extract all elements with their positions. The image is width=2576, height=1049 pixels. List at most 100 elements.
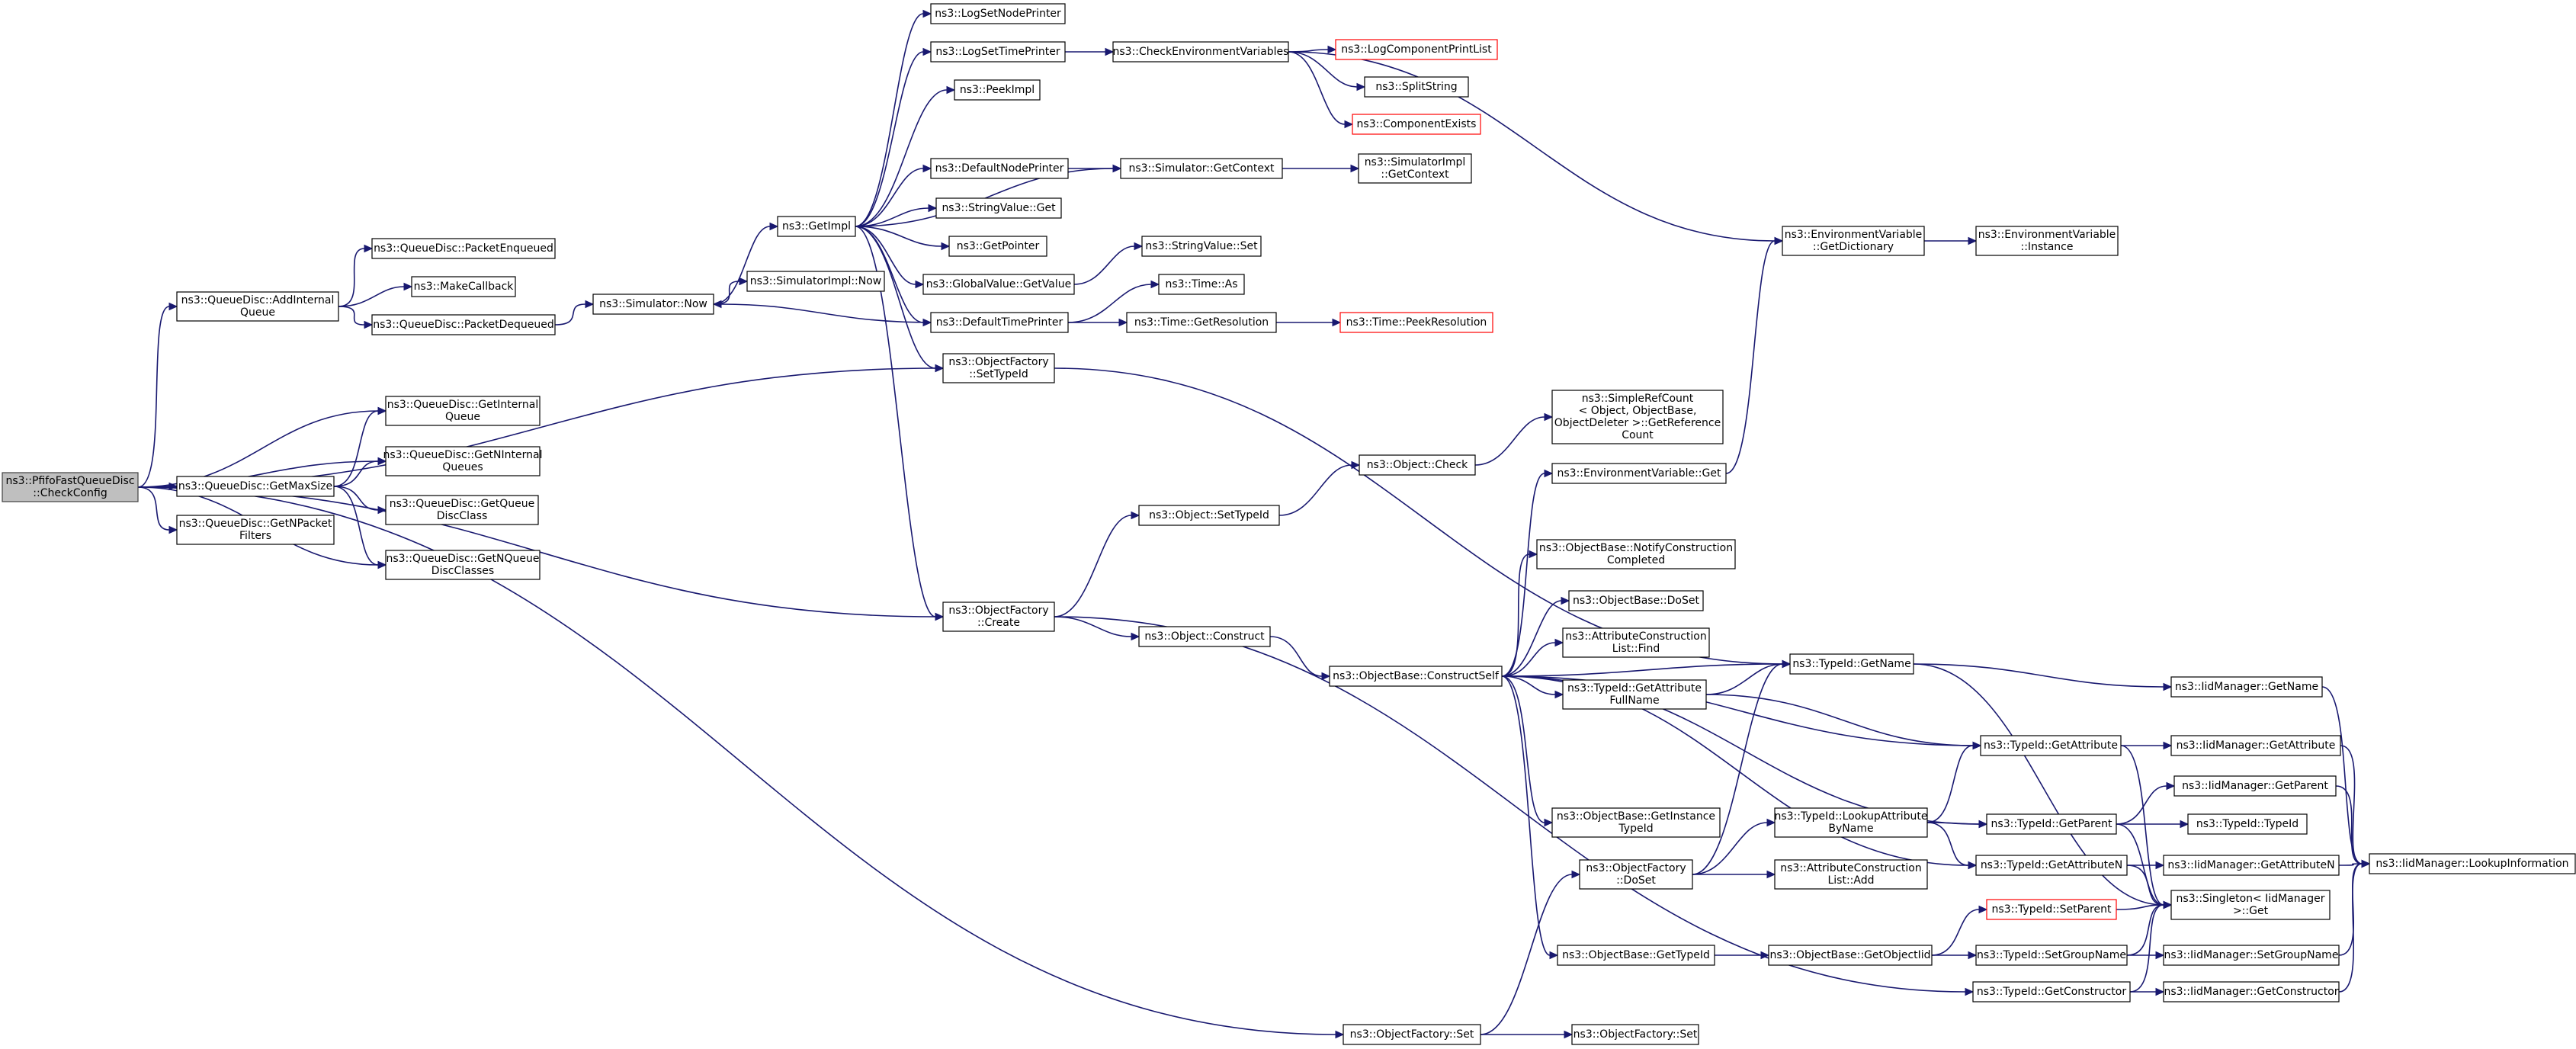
node-iid-get-attribute-n[interactable]: ns3::IidManager::GetAttributeN xyxy=(2163,855,2340,876)
node-time-peek-resolution[interactable]: ns3::Time::PeekResolution xyxy=(1339,312,1493,333)
node-sim-impl-get-context[interactable]: ns3::SimulatorImpl::GetContext xyxy=(1358,153,1472,184)
node-object-check[interactable]: ns3::Object::Check xyxy=(1359,454,1476,476)
edge-line xyxy=(855,89,948,227)
node-type-id-get-attribute[interactable]: ns3::TypeId::GetAttribute xyxy=(1980,735,2122,756)
node-object-set-type-id[interactable]: ns3::Object::SetTypeId xyxy=(1138,505,1280,526)
node-peek-impl[interactable]: ns3::PeekImpl xyxy=(954,79,1041,101)
node-qd-packet-dequeued[interactable]: ns3::QueueDisc::PacketDequeued xyxy=(371,314,556,335)
node-root[interactable]: ns3::PfifoFastQueueDisc::CheckConfig xyxy=(2,472,139,502)
node-of-set1[interactable]: ns3::ObjectFactory::Set xyxy=(1343,1024,1481,1045)
node-box xyxy=(2187,813,2308,835)
edge-line xyxy=(1501,663,1783,677)
node-ob-get-object-iid[interactable]: ns3::ObjectBase::GetObjectIid xyxy=(1768,945,1933,966)
edge-line xyxy=(137,486,1336,1035)
node-label: List::Find xyxy=(1612,643,1660,655)
node-time-as[interactable]: ns3::Time::As xyxy=(1158,274,1245,295)
node-label: ::SetTypeId xyxy=(969,368,1028,380)
node-type-id-get-attribute-n[interactable]: ns3::TypeId::GetAttributeN xyxy=(1975,855,2128,876)
node-get-pointer[interactable]: ns3::GetPointer xyxy=(948,236,1047,257)
node-log-component-print-list[interactable]: ns3::LogComponentPrintList xyxy=(1335,39,1498,60)
node-box xyxy=(1975,226,2119,256)
edge-line xyxy=(2116,823,2164,906)
node-iid-get-attribute[interactable]: ns3::IidManager::GetAttribute xyxy=(2170,735,2341,756)
node-type-id-set-group-name[interactable]: ns3::TypeId::SetGroupName xyxy=(1975,945,2128,966)
node-string-value-set[interactable]: ns3::StringValue::Set xyxy=(1141,236,1262,257)
node-label: ns3::Object::Construct xyxy=(1144,630,1265,643)
node-box xyxy=(1774,859,1928,890)
node-log-set-node-printer[interactable]: ns3::LogSetNodePrinter xyxy=(930,3,1066,24)
node-ob-do-set[interactable]: ns3::ObjectBase::DoSet xyxy=(1568,590,1704,611)
node-of-do-set[interactable]: ns3::ObjectFactory::DoSet xyxy=(1579,859,1693,890)
node-component-exists[interactable]: ns3::ComponentExists xyxy=(1352,114,1481,135)
node-of-set2[interactable]: ns3::ObjectFactory::Set xyxy=(1571,1024,1699,1045)
node-of-set-type-id[interactable]: ns3::ObjectFactory::SetTypeId xyxy=(942,353,1055,383)
node-ob-construct-self[interactable]: ns3::ObjectBase::ConstructSelf xyxy=(1329,666,1503,687)
node-ob-get-type-id[interactable]: ns3::ObjectBase::GetTypeId xyxy=(1557,945,1715,966)
edge-line xyxy=(855,226,936,369)
arrowhead xyxy=(915,280,925,289)
node-label: ns3::StringValue::Get xyxy=(942,202,1056,214)
node-sim-impl-now[interactable]: ns3::SimulatorImpl::Now xyxy=(746,271,885,292)
node-iid-lookup-information[interactable]: ns3::IidManager::LookupInformation xyxy=(2369,853,2576,874)
node-get-impl[interactable]: ns3::GetImpl xyxy=(777,216,856,237)
node-iid-get-constructor[interactable]: ns3::IidManager::GetConstructor xyxy=(2163,981,2340,1002)
node-check-env-vars[interactable]: ns3::CheckEnvironmentVariables xyxy=(1112,41,1289,63)
node-type-id-type-id[interactable]: ns3::TypeId::TypeId xyxy=(2187,813,2308,835)
node-label: ns3::QueueDisc::AddInternal xyxy=(181,294,335,306)
node-type-id-set-parent[interactable]: ns3::TypeId::SetParent xyxy=(1986,899,2117,920)
arrowhead xyxy=(1350,164,1360,173)
node-sim-now[interactable]: ns3::Simulator::Now xyxy=(592,294,714,315)
node-label: ns3::TypeId::GetName xyxy=(1792,658,1910,670)
node-type-id-get-name[interactable]: ns3::TypeId::GetName xyxy=(1789,653,1914,675)
node-object-construct[interactable]: ns3::Object::Construct xyxy=(1138,626,1271,647)
node-time-get-resolution[interactable]: ns3::Time::GetResolution xyxy=(1126,312,1277,333)
edge-type-id-get-attribute-n-to-iid-get-attribute-n xyxy=(2127,861,2165,870)
node-env-var-get[interactable]: ns3::EnvironmentVariable::Get xyxy=(1551,463,1727,484)
node-of-create[interactable]: ns3::ObjectFactory::Create xyxy=(942,601,1055,632)
edge-line xyxy=(855,51,924,227)
node-ob-notify-construction[interactable]: ns3::ObjectBase::NotifyConstructionCompl… xyxy=(1536,539,1736,569)
edge-type-id-get-constructor-to-iid-get-constructor xyxy=(2130,987,2165,996)
node-iid-get-parent[interactable]: ns3::IidManager::GetParent xyxy=(2173,775,2337,797)
node-qd-get-max-size[interactable]: ns3::QueueDisc::GetMaxSize xyxy=(176,476,335,497)
node-iid-set-group-name[interactable]: ns3::IidManager::SetGroupName xyxy=(2163,945,2340,966)
edge-qd-get-max-size-to-qd-get-ninternal-queues xyxy=(333,457,387,487)
node-type-id-get-parent[interactable]: ns3::TypeId::GetParent xyxy=(1986,813,2117,835)
arrowhead xyxy=(1965,987,1975,996)
node-box xyxy=(176,515,335,545)
node-env-var-get-dictionary[interactable]: ns3::EnvironmentVariable::GetDictionary xyxy=(1782,226,1925,256)
node-default-time-printer[interactable]: ns3::DefaultTimePrinter xyxy=(930,312,1069,333)
edge-of-set1-to-of-set2 xyxy=(1480,1030,1574,1039)
node-box xyxy=(1782,226,1925,256)
node-label: ns3::TypeId::GetAttribute xyxy=(1984,739,2118,752)
node-simple-ref-count[interactable]: ns3::SimpleRefCount< Object, ObjectBase,… xyxy=(1551,390,1724,444)
node-iid-get-name[interactable]: ns3::IidManager::GetName xyxy=(2170,676,2323,698)
node-global-value-get-value[interactable]: ns3::GlobalValue::GetValue xyxy=(922,274,1075,295)
edge-line xyxy=(720,303,932,323)
node-env-var-instance[interactable]: ns3::EnvironmentVariable::Instance xyxy=(1975,226,2119,256)
edge-get-impl-to-of-set-type-id xyxy=(855,226,945,373)
node-default-node-printer[interactable]: ns3::DefaultNodePrinter xyxy=(930,158,1069,179)
node-singleton-get[interactable]: ns3::Singleton< IidManager>::Get xyxy=(2170,890,2331,920)
node-type-id-get-constructor[interactable]: ns3::TypeId::GetConstructor xyxy=(1972,981,2131,1002)
node-string-value-get[interactable]: ns3::StringValue::Get xyxy=(935,197,1062,219)
node-log-set-time-printer[interactable]: ns3::LogSetTimePrinter xyxy=(930,41,1066,63)
node-make-callback[interactable]: ns3::MakeCallback xyxy=(411,276,516,297)
arrowhead xyxy=(168,525,178,534)
node-box xyxy=(2170,676,2323,698)
node-split-string[interactable]: ns3::SplitString xyxy=(1364,76,1469,98)
node-label: ns3::IidManager::GetConstructor xyxy=(2164,986,2338,998)
node-qd-packet-enqueued[interactable]: ns3::QueueDisc::PacketEnqueued xyxy=(371,238,556,259)
node-sim-get-context[interactable]: ns3::Simulator::GetContext xyxy=(1120,158,1283,179)
